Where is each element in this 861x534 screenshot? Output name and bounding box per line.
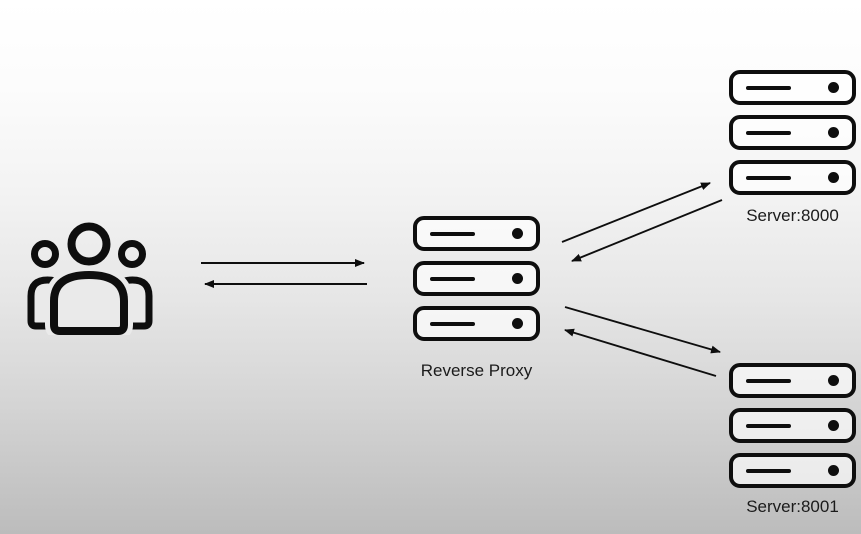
power-led bbox=[828, 420, 839, 431]
arrow-proxy-to-server-8000 bbox=[561, 182, 711, 243]
arrow-proxy-to-server-8001 bbox=[564, 306, 721, 354]
arrow-server-8000-to-proxy bbox=[571, 199, 723, 262]
drive-slot bbox=[430, 231, 475, 236]
power-led bbox=[512, 228, 523, 239]
arrow-server-8001-to-proxy bbox=[564, 328, 717, 377]
server-unit bbox=[413, 216, 540, 251]
power-led bbox=[828, 127, 839, 138]
reverse-proxy-icon bbox=[413, 216, 540, 341]
left-person-head bbox=[31, 240, 59, 268]
users-group-icon bbox=[27, 222, 153, 335]
server-unit bbox=[413, 261, 540, 296]
drive-slot bbox=[746, 468, 791, 473]
server-unit bbox=[729, 160, 856, 195]
power-led bbox=[512, 318, 523, 329]
drive-slot bbox=[430, 321, 475, 326]
drive-slot bbox=[746, 130, 791, 135]
drive-slot bbox=[746, 175, 791, 180]
drive-slot bbox=[430, 276, 475, 281]
server-unit bbox=[729, 408, 856, 443]
drive-slot bbox=[746, 423, 791, 428]
server-8000-icon bbox=[729, 70, 856, 195]
power-led bbox=[828, 82, 839, 93]
reverse-proxy-label: Reverse Proxy bbox=[420, 361, 533, 380]
server-unit bbox=[729, 453, 856, 488]
right-person-head bbox=[118, 240, 146, 268]
center-person-head bbox=[67, 222, 111, 266]
server-unit bbox=[729, 70, 856, 105]
server-unit bbox=[729, 115, 856, 150]
power-led bbox=[512, 273, 523, 284]
server-8001-icon bbox=[729, 363, 856, 488]
server-unit bbox=[729, 363, 856, 398]
drive-slot bbox=[746, 85, 791, 90]
power-led bbox=[828, 172, 839, 183]
power-led bbox=[828, 465, 839, 476]
server-8001-label: Server:8001 bbox=[746, 497, 839, 516]
power-led bbox=[828, 375, 839, 386]
drive-slot bbox=[746, 378, 791, 383]
server-unit bbox=[413, 306, 540, 341]
center-person-body bbox=[50, 270, 128, 335]
server-8000-label: Server:8000 bbox=[746, 206, 839, 225]
